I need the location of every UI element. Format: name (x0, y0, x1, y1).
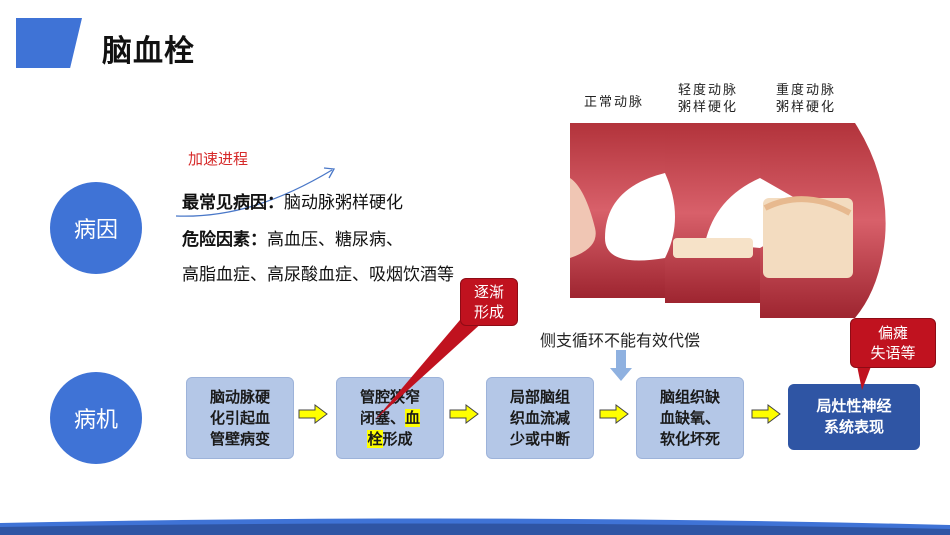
common-cause-label: 最常见病因： (182, 193, 284, 213)
cause-circle-label: 病因 (73, 218, 118, 243)
flow-arrow-icon (751, 404, 781, 424)
flow-step-2: 管腔狭窄 闭塞、血 栓形成 (336, 377, 444, 459)
accelerate-curve-arrow (175, 167, 336, 217)
cause-circle: 病因 (50, 182, 142, 274)
risk-factor-line-2: 高脂血症、高尿酸血症、吸烟饮酒等 (182, 265, 454, 285)
risk-factor-label: 危险因素： (182, 230, 267, 250)
artery-label-normal: 正常动脉 (584, 95, 645, 110)
flow-arrow-icon (298, 404, 328, 424)
flow-step-1: 脑动脉硬 化引起血 管壁病变 (186, 377, 294, 459)
artery-illustration (570, 123, 886, 318)
flow-step-4: 脑组织缺 血缺氧、 软化坏死 (636, 377, 744, 459)
severe-plaque (763, 198, 853, 278)
title-accent-shape (16, 18, 82, 68)
flow-step-3: 局部脑组 织血流减 少或中断 (486, 377, 594, 459)
side-note: 侧支循环不能有效代偿 (540, 331, 701, 350)
risk-factor-value-1: 高血压、糖尿病、 (267, 230, 403, 250)
mechanism-circle-label: 病机 (73, 408, 118, 433)
artery-label-mild: 轻度动脉 粥样硬化 (678, 83, 739, 115)
mild-plaque (673, 238, 753, 258)
footer-wave (0, 518, 950, 535)
mechanism-circle: 病机 (50, 372, 142, 464)
risk-factor-line: 危险因素：高血压、糖尿病、 (182, 225, 403, 250)
accelerate-label: 加速进程 (188, 150, 249, 168)
common-cause-value: 脑动脉粥样硬化 (284, 193, 403, 213)
flow-step-5: 局灶性神经 系统表现 (788, 384, 920, 450)
flow-arrow-icon (449, 404, 479, 424)
page-title: 脑血栓 (102, 34, 195, 69)
common-cause-line: 最常见病因：脑动脉粥样硬化 (182, 188, 403, 213)
thrombus-callout-pointer (375, 320, 485, 420)
artery-label-severe: 重度动脉 粥样硬化 (776, 83, 837, 115)
artery-segment-normal (570, 123, 665, 298)
down-arrow-icon (610, 350, 632, 381)
artery-segment-mild (665, 123, 760, 303)
flow-arrow-icon (599, 404, 629, 424)
thrombus-callout: 逐渐 形成 (460, 278, 518, 326)
symptoms-callout: 偏瘫 失语等 (850, 318, 936, 368)
